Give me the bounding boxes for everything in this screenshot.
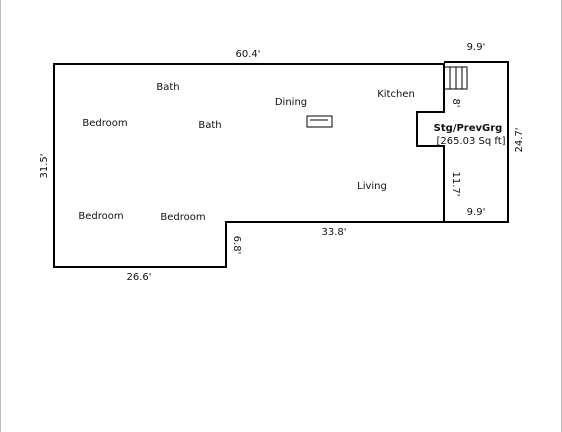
- room-label-bedroom-top: Bedroom: [82, 118, 127, 129]
- dimension-top-right: 9.9': [467, 42, 486, 53]
- dimension-living-right: 11.7': [450, 171, 461, 196]
- room-label-bath-mid: Bath: [198, 120, 221, 131]
- storage-garage-outline: [444, 61, 509, 223]
- stairs-icon: [443, 66, 468, 90]
- dimension-step-vertical: 6.8': [231, 236, 242, 255]
- room-label-bath-top: Bath: [156, 82, 179, 93]
- dimension-bottom-middle: 33.8': [321, 227, 346, 238]
- room-label-bedroom-bottom-left: Bedroom: [78, 211, 123, 222]
- room-label-kitchen: Kitchen: [377, 89, 415, 100]
- room-label-dining: Dining: [275, 97, 307, 108]
- dimension-top: 60.4': [235, 49, 260, 60]
- room-label-bedroom-bottom-right: Bedroom: [160, 212, 205, 223]
- dimension-kitchen-notch: 8': [450, 98, 461, 107]
- dining-fixture-icon: [306, 115, 333, 128]
- dimension-left: 31.5': [39, 153, 50, 178]
- storage-label: Stg/PrevGrg: [434, 123, 503, 134]
- dimension-storage-right: 24.7': [514, 127, 525, 152]
- main-house-outline: [53, 63, 445, 268]
- room-label-living: Living: [357, 181, 387, 192]
- dimension-bottom-left: 26.6': [126, 272, 151, 283]
- dimension-storage-bottom: 9.9': [467, 207, 486, 218]
- storage-area-label: [265.03 Sq ft]: [436, 136, 505, 147]
